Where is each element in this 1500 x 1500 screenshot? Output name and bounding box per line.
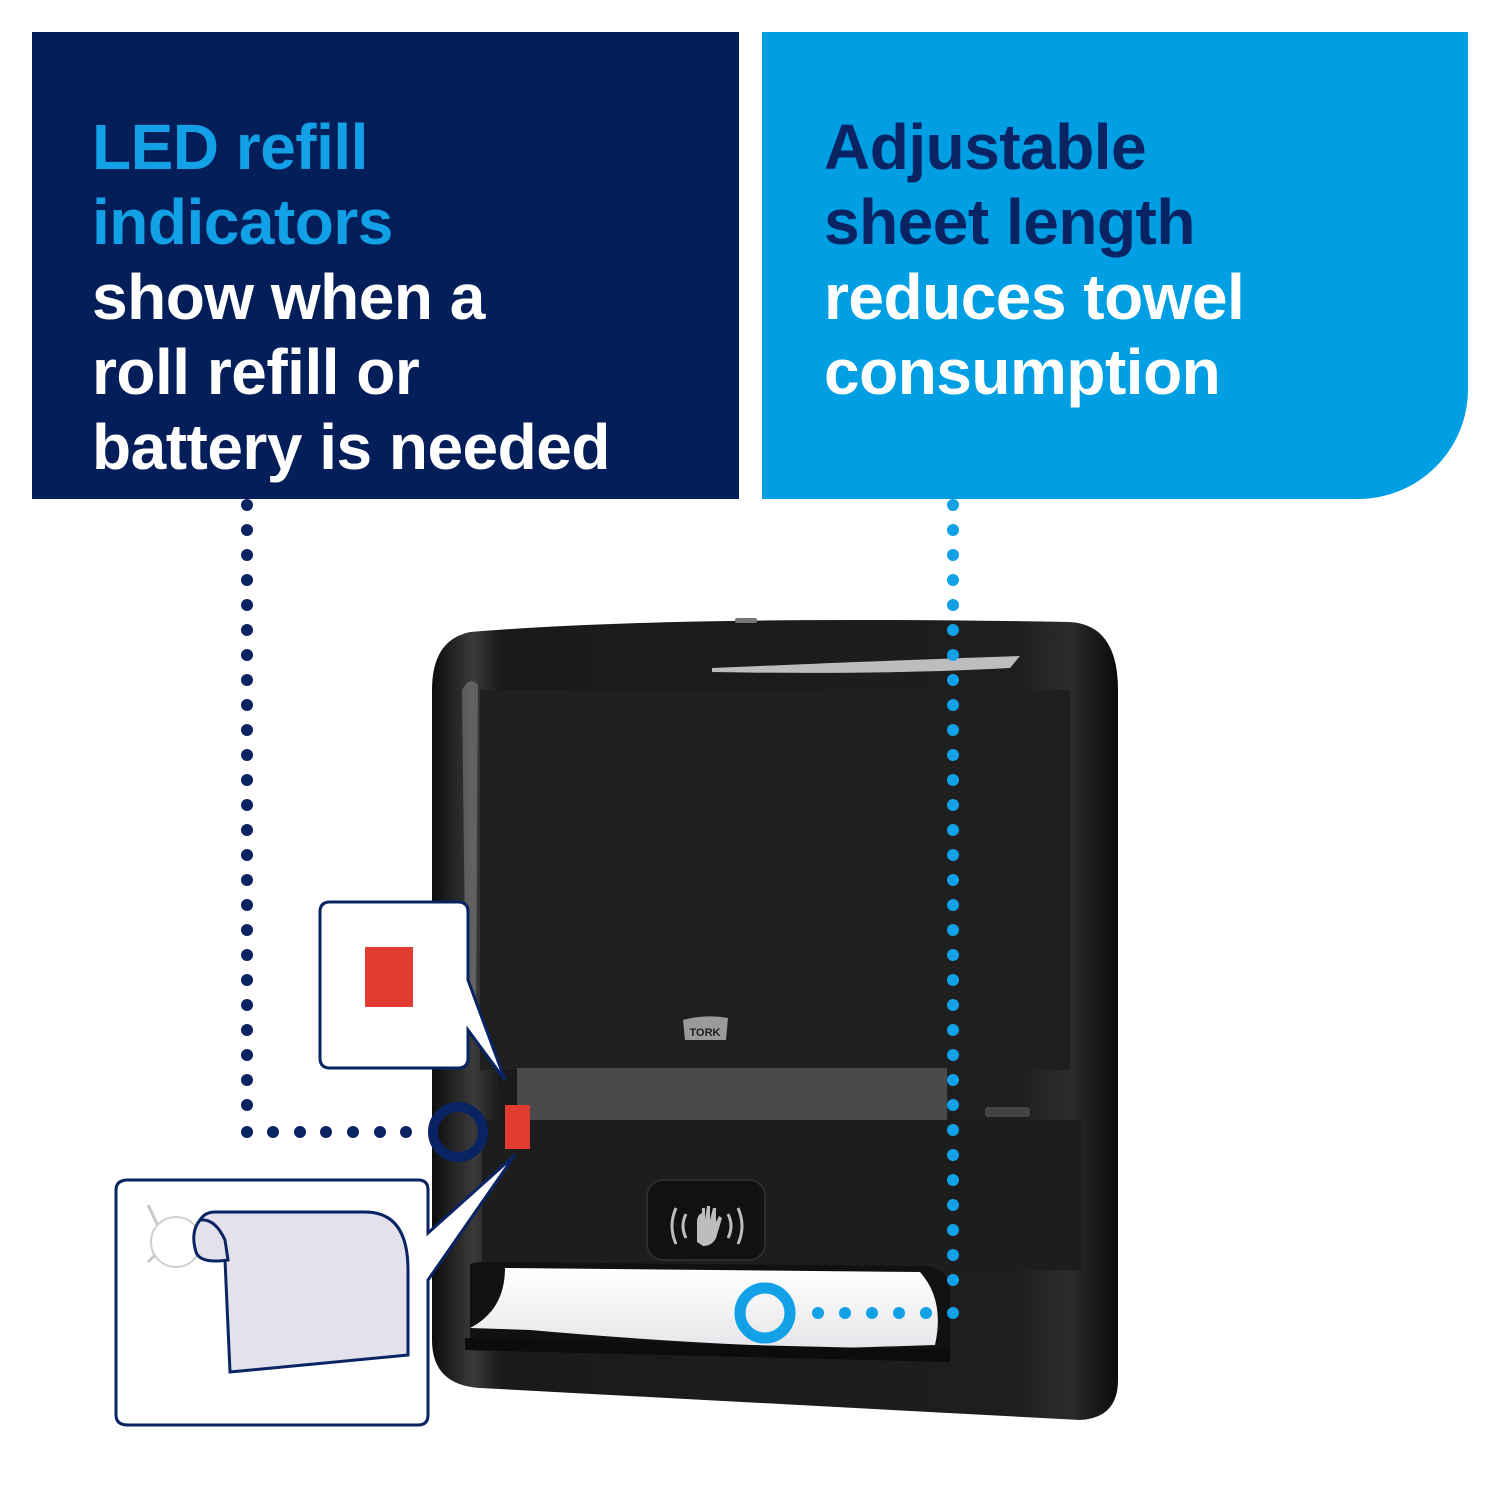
led-indicator: [505, 1105, 530, 1149]
headline-line-1: Adjustable: [824, 111, 1147, 183]
body-line-2: consumption: [824, 336, 1221, 408]
sheet-length-connector-dots: [812, 499, 959, 1319]
paper-roll-icon: [146, 1204, 410, 1374]
body-line-3: battery is needed: [92, 411, 610, 483]
dispenser-body: TORK: [432, 618, 1118, 1420]
led-connector-dots: [241, 499, 412, 1138]
led-callout: [318, 900, 507, 1081]
tork-logo: TORK: [683, 1016, 728, 1040]
headline-line-1: LED refill: [92, 111, 368, 183]
feature-panel-led-indicators: LED refill indicators show when a roll r…: [32, 32, 739, 499]
feature-panel-sheet-length: Adjustable sheet length reduces towel co…: [762, 32, 1468, 499]
roll-refill-callout: [114, 1153, 517, 1427]
led-marker-ring: [428, 1102, 488, 1162]
sheet-length-marker-ring: [734, 1282, 796, 1344]
callout-led-swatch: [365, 947, 413, 1007]
body-line-2: roll refill or: [92, 336, 420, 408]
headline-line-2: sheet length: [824, 186, 1195, 258]
body-line-1: reduces towel: [824, 261, 1245, 333]
brand-label: TORK: [690, 1027, 721, 1039]
headline-line-2: indicators: [92, 186, 393, 258]
body-line-1: show when a: [92, 261, 485, 333]
hand-wave-sensor-icon: [646, 1179, 766, 1261]
